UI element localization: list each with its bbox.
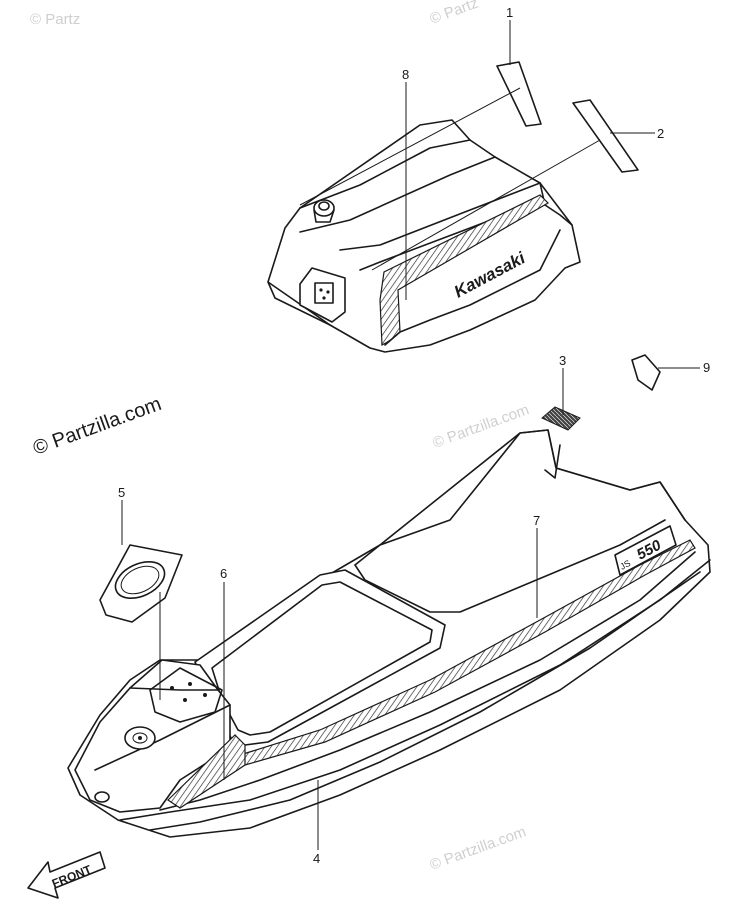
leader-lines <box>121 20 700 850</box>
callout-9: 9 <box>703 360 710 375</box>
decal-9 <box>631 354 661 391</box>
decal-1 <box>496 61 542 127</box>
hull: JS 550 <box>67 429 711 838</box>
decal-3 <box>541 406 581 431</box>
watermark-main: © Partzilla.com <box>30 393 164 460</box>
callout-5: 5 <box>118 485 125 500</box>
decal-5 <box>99 544 183 623</box>
watermark-top-left: © Partz <box>30 11 80 28</box>
watermark-bottom: © Partzilla.com <box>428 823 529 874</box>
callout-8: 8 <box>402 67 409 82</box>
callouts: 1 2 3 4 5 6 7 8 9 <box>118 5 710 866</box>
callout-7: 7 <box>533 513 540 528</box>
engine-hood: Kawasaki <box>267 119 581 353</box>
callout-1: 1 <box>506 5 513 20</box>
decal-2 <box>572 99 639 173</box>
callout-2: 2 <box>657 126 664 141</box>
watermark-top-right: © Partz <box>428 0 481 28</box>
callout-3: 3 <box>559 353 566 368</box>
model-badge-prefix: JS <box>618 558 632 572</box>
callout-6: 6 <box>220 566 227 581</box>
front-arrow: FRONT <box>27 851 106 899</box>
callout-4: 4 <box>313 851 320 866</box>
